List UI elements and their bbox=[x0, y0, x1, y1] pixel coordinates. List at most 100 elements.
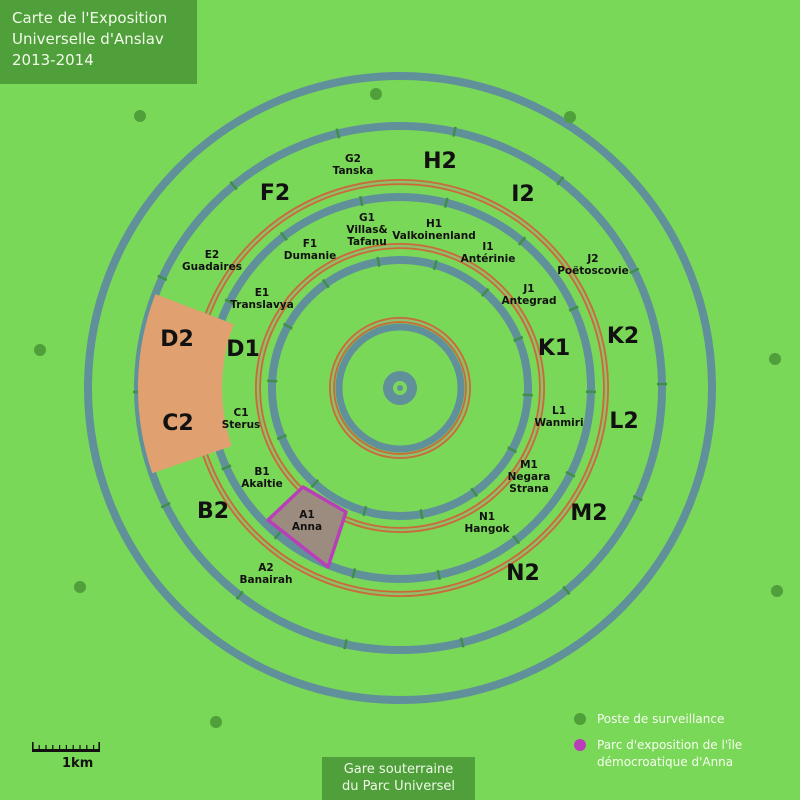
zone-a1-name: Anna bbox=[292, 521, 322, 533]
zone-n1-name: Hangok bbox=[464, 523, 510, 535]
zone-e1-id: E1 bbox=[255, 287, 269, 299]
zone-j1-id: J1 bbox=[522, 283, 534, 295]
zone-l1-id: L1 bbox=[552, 405, 566, 417]
underground-station-button[interactable]: Gare souterraine du Parc Universel bbox=[322, 757, 475, 800]
ring-road-third-divider bbox=[358, 195, 364, 207]
ring-road-third-divider bbox=[273, 530, 283, 540]
ring-road-third-divider bbox=[221, 464, 232, 471]
ring-road-fourth-divider bbox=[432, 259, 438, 271]
ring-road-third-divider bbox=[568, 305, 579, 312]
ring-road-fourth-divider bbox=[362, 505, 368, 517]
zone-h1-id: H1 bbox=[426, 218, 442, 230]
ring-road-fourth-divider bbox=[507, 446, 518, 454]
ring-road-outer bbox=[84, 72, 716, 704]
zone-a2-id: A2 bbox=[258, 562, 273, 574]
zone-j2-id: J2 bbox=[586, 253, 598, 265]
ring-road-second-divider bbox=[632, 494, 643, 502]
watch-post-icon bbox=[564, 111, 576, 123]
ring-roads bbox=[84, 72, 716, 704]
ring-road-fourth bbox=[268, 256, 532, 520]
legend-watch-post: Poste de surveillance bbox=[597, 712, 725, 726]
zone-h1-name: Valkoinenland bbox=[392, 230, 476, 242]
map-title-line-2: Universelle d'Anslav bbox=[12, 30, 164, 48]
zone-g2-name: Tanska bbox=[333, 165, 374, 177]
ring-road-third-divider bbox=[443, 197, 449, 208]
zone-d1-id: D1 bbox=[226, 337, 260, 362]
watch-post-icon bbox=[370, 88, 382, 100]
ring-road-fourth-divider bbox=[310, 478, 320, 489]
scale-bar bbox=[32, 742, 100, 752]
station-line-1: Gare souterraine bbox=[343, 762, 454, 777]
ring-road-fourth-divider bbox=[480, 287, 490, 298]
zone-n2-id: N2 bbox=[506, 561, 540, 586]
zone-c1-id: C1 bbox=[233, 407, 248, 419]
zone-g1-name-2: Tafanu bbox=[347, 236, 387, 248]
ring-road-third-divider bbox=[279, 231, 288, 242]
ring-road-fourth-divider bbox=[470, 487, 479, 498]
map-title: Carte de l'Exposition Universelle d'Ansl… bbox=[0, 0, 197, 84]
zone-areas bbox=[138, 294, 348, 569]
ring-road-fourth-divider bbox=[522, 393, 533, 397]
watch-post-icon bbox=[74, 581, 86, 593]
ring-road-fourth-divider bbox=[513, 335, 524, 342]
zone-e2-id: E2 bbox=[205, 249, 219, 261]
zone-b1-id: B1 bbox=[254, 466, 269, 478]
watch-post-icon bbox=[210, 716, 222, 728]
ring-road-fourth-divider bbox=[267, 379, 278, 383]
zone-i2-id: I2 bbox=[511, 182, 535, 207]
ring-road-second-divider bbox=[452, 126, 457, 137]
ring-road-third-divider bbox=[224, 298, 235, 306]
central-hub-dot bbox=[397, 385, 403, 391]
ring-road-second-divider bbox=[562, 585, 571, 596]
ring-road-third-divider bbox=[517, 236, 527, 246]
ring-road-second-divider bbox=[235, 590, 244, 600]
ring-road-fourth-divider bbox=[419, 509, 424, 520]
zone-g2-id: G2 bbox=[345, 153, 361, 165]
anna-park-legend-icon bbox=[574, 739, 586, 751]
ring-road-third-divider bbox=[436, 569, 442, 581]
zone-l2-id: L2 bbox=[609, 409, 638, 434]
ring-road-second-divider bbox=[343, 639, 348, 650]
ring-road-third-divider bbox=[512, 534, 521, 545]
zone-l1-name: Wanmiri bbox=[534, 417, 583, 429]
zone-c2-area bbox=[138, 294, 234, 474]
scale-label: 1km bbox=[62, 756, 94, 771]
zone-m1-name: Negara bbox=[508, 471, 551, 483]
zone-f1-name: Dumanie bbox=[284, 250, 336, 262]
ring-road-second-divider bbox=[629, 267, 640, 275]
station-line-2: du Parc Universel bbox=[342, 779, 455, 794]
zone-e1-name: Translavya bbox=[230, 299, 293, 311]
zone-k2-id: K2 bbox=[607, 324, 639, 349]
legend-anna-line-1: Parc d'exposition de l'île bbox=[597, 738, 743, 752]
zone-a1-id: A1 bbox=[299, 509, 314, 521]
ring-road-second-divider bbox=[335, 128, 341, 139]
zone-e2-name: Guadaires bbox=[182, 261, 242, 273]
zone-j2-name: Poëtoscovie bbox=[557, 265, 629, 277]
zone-j1-name: Antegrad bbox=[501, 295, 556, 307]
anna-park-zone bbox=[266, 485, 348, 569]
zone-a2-name: Banairah bbox=[240, 574, 293, 586]
railway-inner-gap bbox=[256, 244, 544, 532]
ring-road-second-divider bbox=[160, 501, 171, 509]
zone-k1-id: K1 bbox=[538, 336, 570, 361]
ring-road-second-divider bbox=[459, 637, 465, 648]
zone-i1-name: Antérinie bbox=[461, 253, 516, 265]
ring-road-second-divider bbox=[157, 274, 168, 282]
legend-anna-park: Parc d'exposition de l'île démocroatique… bbox=[597, 737, 742, 771]
scale-bar-ticks bbox=[32, 742, 100, 750]
watch-post-legend-icon bbox=[574, 713, 586, 725]
zone-m2-id: M2 bbox=[570, 501, 607, 526]
zone-c2-id: C2 bbox=[162, 411, 193, 436]
ring-road-second-divider bbox=[229, 180, 238, 191]
zone-h2-id: H2 bbox=[423, 149, 457, 174]
railway-core-gap bbox=[330, 318, 470, 458]
watch-post-icon bbox=[34, 344, 46, 356]
zone-m1-id: M1 bbox=[520, 459, 538, 471]
zone-g1-name: Villas& bbox=[346, 224, 387, 236]
watch-post-icon bbox=[769, 353, 781, 365]
zone-m1-name-2: Strana bbox=[509, 483, 548, 495]
zone-d2-id: D2 bbox=[160, 327, 194, 352]
ring-road-second bbox=[134, 122, 666, 654]
